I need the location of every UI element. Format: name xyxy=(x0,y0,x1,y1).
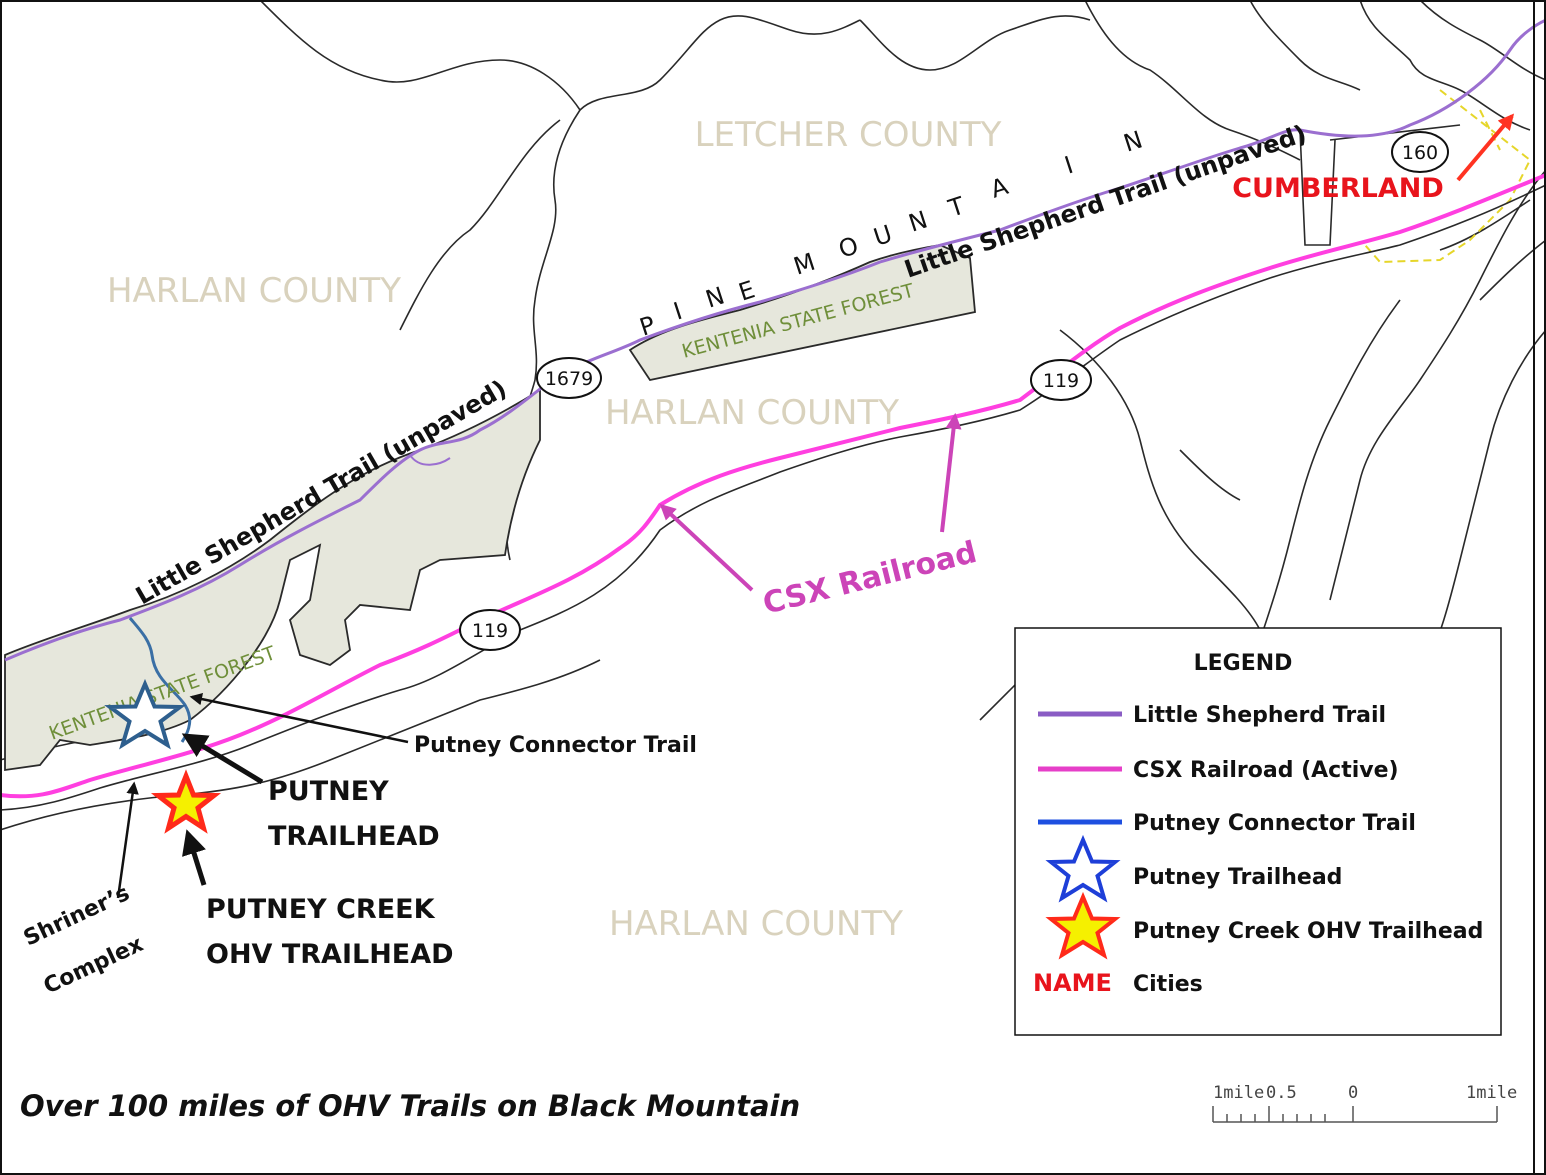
scale-label-half: 0.5 xyxy=(1266,1083,1297,1103)
putney-creek-callout-line1: PUTNEY CREEK xyxy=(206,894,436,925)
csx-arrow-right xyxy=(940,412,962,533)
cumberland-arrow xyxy=(1456,113,1515,182)
legend-star-ohv-icon xyxy=(1045,891,1121,960)
csx-railroad-line xyxy=(0,173,1546,799)
shriners-arrow xyxy=(116,781,139,899)
highway-119-line xyxy=(0,184,1546,811)
putney-connector-arrow xyxy=(189,692,409,744)
legend-label-little-shepherd: Little Shepherd Trail xyxy=(1133,703,1386,728)
scale-label-left: 1mile xyxy=(1213,1083,1264,1103)
putney-creek-ohv-star-icon xyxy=(150,769,222,834)
harlan-county-label-south: HARLAN COUNTY xyxy=(609,904,903,944)
route-160-label: 160 xyxy=(1402,142,1438,164)
route-1679-label: 1679 xyxy=(545,368,593,390)
putney-connector-callout: Putney Connector Trail xyxy=(414,733,697,758)
legend-title: LEGEND xyxy=(1194,651,1293,676)
route-119-west-label: 119 xyxy=(472,620,508,642)
scale-label-zero: 0 xyxy=(1348,1083,1358,1103)
city-boundary xyxy=(1364,89,1532,264)
route-shield-160: 160 xyxy=(1391,131,1449,173)
little-shepherd-trail-line xyxy=(4,18,1546,662)
cumberland-city-label: CUMBERLAND xyxy=(1232,173,1444,204)
legend-name-key: NAME xyxy=(1033,969,1112,997)
map-caption: Over 100 miles of OHV Trails on Black Mo… xyxy=(20,1089,800,1123)
legend-box: LEGEND Little Shepherd Trail CSX Railroa… xyxy=(1014,627,1502,1036)
legend-label-putney-trailhead: Putney Trailhead xyxy=(1133,865,1342,890)
legend-label-csx: CSX Railroad (Active) xyxy=(1133,758,1399,783)
scale-bar: 1mile 0.5 0 1mile xyxy=(1212,1083,1517,1123)
scale-label-right: 1mile xyxy=(1466,1083,1517,1103)
route-119-east-label: 119 xyxy=(1043,370,1079,392)
county-boundaries xyxy=(0,0,1546,831)
putney-trailhead-star-icon xyxy=(104,678,186,750)
route-shield-119-east: 119 xyxy=(1030,359,1092,401)
legend-star-blue-icon xyxy=(1045,834,1121,903)
putney-connector-trail-line xyxy=(128,617,192,743)
route-shield-1679: 1679 xyxy=(536,357,602,399)
legend-label-connector: Putney Connector Trail xyxy=(1133,811,1416,836)
putney-trailhead-callout-line1: PUTNEY xyxy=(268,776,389,807)
legend-label-cities: Cities xyxy=(1133,972,1203,997)
forest-polygon-west xyxy=(4,388,541,772)
putney-trailhead-callout-line2: TRAILHEAD xyxy=(268,821,440,852)
harlan-county-label-middle: HARLAN COUNTY xyxy=(605,393,899,433)
letcher-county-label: LETCHER COUNTY xyxy=(695,115,1002,155)
csx-arrow-left xyxy=(659,503,754,592)
route-shield-119-west: 119 xyxy=(459,609,521,651)
putney-creek-arrow xyxy=(182,829,207,886)
legend-label-ohv-trailhead: Putney Creek OHV Trailhead xyxy=(1133,919,1483,944)
harlan-county-label-west: HARLAN COUNTY xyxy=(107,271,401,311)
putney-creek-callout-line2: OHV TRAILHEAD xyxy=(206,939,454,970)
putney-trailhead-arrow xyxy=(181,733,264,785)
little-shepherd-trail-branch xyxy=(409,454,451,466)
